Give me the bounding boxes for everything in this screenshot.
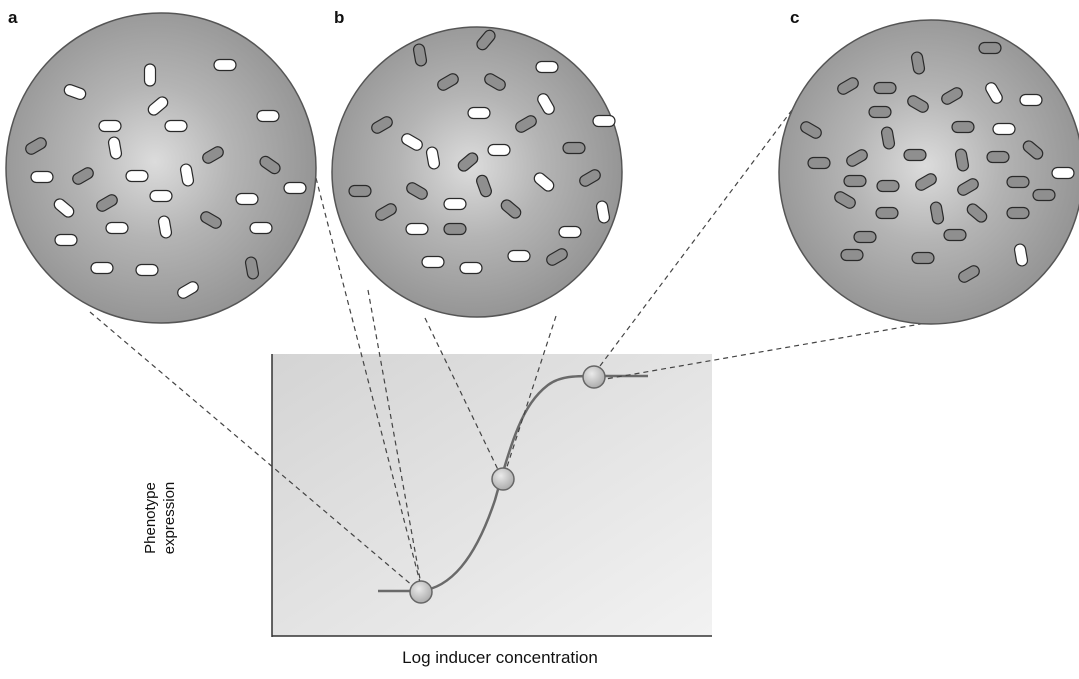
bacterial-cell <box>979 43 1001 54</box>
panel-label-b: b <box>334 8 344 28</box>
bacterial-cell <box>406 224 428 235</box>
population-circle-a <box>6 13 316 323</box>
bacterial-cell <box>444 199 466 210</box>
bacterial-cell <box>841 250 863 261</box>
bacterial-cell <box>944 230 966 241</box>
bacterial-cell <box>904 150 926 161</box>
curve-point-b <box>492 468 514 490</box>
bacterial-cell <box>99 121 121 132</box>
bacterial-cell <box>91 263 113 274</box>
bacterial-cell <box>145 64 156 86</box>
bacterial-cell <box>349 186 371 197</box>
population-circle-b <box>332 27 622 317</box>
bacterial-cell <box>236 194 258 205</box>
bacterial-cell <box>284 183 306 194</box>
bacterial-cell <box>536 62 558 73</box>
bacterial-cell <box>150 191 172 202</box>
bacterial-cell <box>136 265 158 276</box>
bacterial-cell <box>1020 95 1042 106</box>
bacterial-cell <box>106 223 128 234</box>
bacterial-cell <box>844 176 866 187</box>
bacterial-cell <box>214 60 236 71</box>
bacterial-cell <box>877 181 899 192</box>
bacterial-cell <box>55 235 77 246</box>
bacterial-cell <box>257 111 279 122</box>
bacterial-cell <box>987 152 1009 163</box>
bacterial-cell <box>250 223 272 234</box>
x-axis-label: Log inducer concentration <box>270 648 730 668</box>
bacterial-cell <box>869 107 891 118</box>
panel-label-c: c <box>790 8 799 28</box>
bacterial-cell <box>422 257 444 268</box>
bacterial-cell <box>126 171 148 182</box>
bacterial-cell <box>31 172 53 183</box>
bacterial-cell <box>508 251 530 262</box>
bacterial-cell <box>854 232 876 243</box>
bacterial-cell <box>993 124 1015 135</box>
panel-label-a: a <box>8 8 17 28</box>
bacterial-cell <box>1033 190 1055 201</box>
y-axis-label: Phenotype expression <box>141 463 341 573</box>
bacterial-cell <box>559 227 581 238</box>
population-circle-c <box>779 20 1079 324</box>
connector-c-left <box>594 110 792 374</box>
bacterial-cell <box>593 116 615 127</box>
bacterial-cell <box>1007 177 1029 188</box>
bacterial-cell <box>1007 208 1029 219</box>
bacterial-cell <box>460 263 482 274</box>
bacterial-cell <box>952 122 974 133</box>
bacterial-cell <box>563 143 585 154</box>
bacterial-cell <box>912 253 934 264</box>
bacterial-cell <box>874 83 896 94</box>
curve-point-a <box>410 581 432 603</box>
bacterial-cell <box>1052 168 1074 179</box>
curve-point-c <box>583 366 605 388</box>
bacterial-cell <box>444 224 466 235</box>
bacterial-cell <box>165 121 187 132</box>
bacterial-cell <box>808 158 830 169</box>
bacterial-cell <box>488 145 510 156</box>
bacterial-cell <box>468 108 490 119</box>
population-circle-c-disc <box>779 20 1079 324</box>
bacterial-cell <box>876 208 898 219</box>
